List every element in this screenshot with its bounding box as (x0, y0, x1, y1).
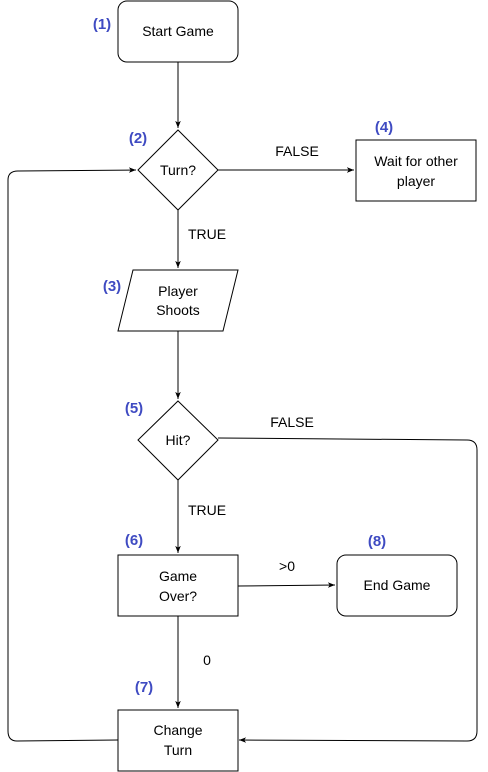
change-turn-label-line-2: Turn (164, 742, 192, 758)
edge-changeturn-loop-to-turn (7, 167, 137, 742)
node-turn-decision: Turn? (137, 129, 219, 211)
node-player-shoots: Player Shoots (117, 269, 239, 332)
end-game-label: End Game (364, 577, 431, 593)
edge-hit-false-to-changeturn (217, 437, 478, 743)
node-end-game: End Game (336, 554, 458, 617)
edge-label-gameover-gt0: >0 (279, 558, 295, 574)
turn-label: Turn? (160, 162, 196, 178)
start-game-label: Start Game (142, 23, 214, 39)
node-change-turn: Change Turn (117, 709, 239, 772)
edge-label-hit-false: FALSE (270, 414, 314, 430)
change-turn-label-line-1: Change (153, 722, 202, 738)
step-number-2: (2) (129, 130, 147, 147)
player-shoots-label-line-1: Player (158, 283, 198, 299)
game-over-label-line-1: Game (159, 568, 197, 584)
wait-label-line-1: Wait for other (374, 153, 458, 169)
step-number-3: (3) (103, 278, 121, 295)
node-start-game: Start Game (117, 0, 239, 63)
edge-gameover-to-endgame (237, 582, 336, 588)
edge-label-turn-true: TRUE (188, 226, 226, 242)
node-hit-decision: Hit? (137, 400, 219, 481)
step-number-5: (5) (125, 400, 143, 417)
edge-label-gameover-zero: 0 (203, 652, 211, 668)
game-over-label-line-2: Over? (159, 588, 197, 604)
step-number-1: (1) (93, 16, 111, 33)
step-number-4: (4) (375, 119, 393, 136)
player-shoots-label-line-2: Shoots (156, 302, 200, 318)
edge-label-turn-false: FALSE (275, 143, 319, 159)
step-number-8: (8) (368, 533, 386, 550)
wait-label-line-2: player (397, 173, 435, 189)
node-wait-for-other-player: Wait for other player (355, 139, 477, 202)
step-number-6: (6) (125, 532, 143, 549)
step-number-7: (7) (135, 679, 153, 696)
edge-label-hit-true: TRUE (188, 502, 226, 518)
node-game-over-decision: Game Over? (117, 554, 239, 617)
hit-label: Hit? (166, 432, 191, 448)
